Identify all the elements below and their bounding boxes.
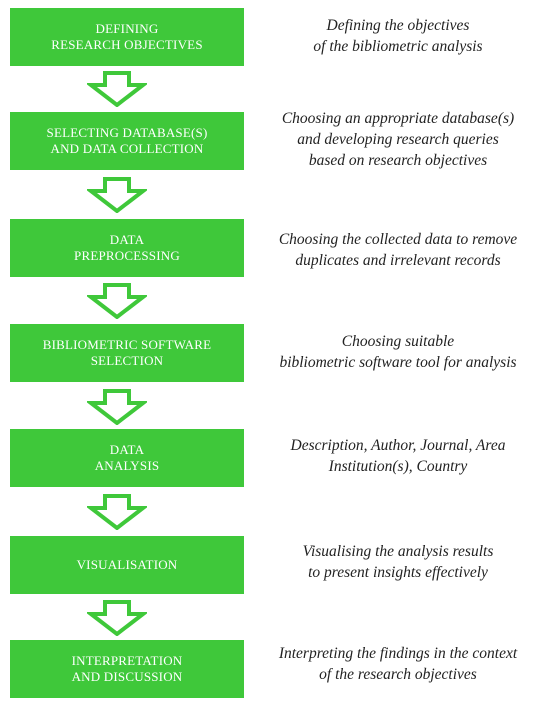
step-label: INTERPRETATION AND DISCUSSION [71,653,183,684]
down-arrow-icon [87,389,147,425]
step-description: Interpreting the findings in the context… [278,645,518,683]
down-arrow-icon [87,494,147,530]
step-box-defining-research-objectives: DEFINING RESEARCH OBJECTIVES [10,8,244,66]
step-box-selecting-database: SELECTING DATABASE(S) AND DATA COLLECTIO… [10,112,244,170]
step-box-data-preprocessing: DATA PREPROCESSING [10,219,244,277]
step-box-bibliometric-software-selection: BIBLIOMETRIC SOFTWARE SELECTION [10,324,244,382]
step-label: DATA ANALYSIS [94,442,160,473]
step-description: Description, Author, Journal, Area Insti… [290,437,506,475]
down-arrow-icon [87,71,147,107]
step-label: DATA PREPROCESSING [74,232,180,263]
step-description: Choosing suitable bibliometric software … [279,333,517,371]
step-box-data-analysis: DATA ANALYSIS [10,429,244,487]
down-arrow-icon [87,177,147,213]
step-label: VISUALISATION [76,557,178,572]
step-box-visualisation: VISUALISATION [10,536,244,594]
down-arrow-icon [87,600,147,636]
step-box-interpretation-and-discussion: INTERPRETATION AND DISCUSSION [10,640,244,698]
down-arrow-icon [87,283,147,319]
step-label: BIBLIOMETRIC SOFTWARE SELECTION [42,337,212,368]
step-label: SELECTING DATABASE(S) AND DATA COLLECTIO… [46,125,208,156]
step-description: Visualising the analysis results to pres… [302,543,494,581]
step-description: Defining the objectives of the bibliomet… [313,17,483,55]
step-description: Choosing an appropriate database(s) and … [281,109,515,169]
step-description: Choosing the collected data to remove du… [278,231,518,269]
step-label: DEFINING RESEARCH OBJECTIVES [51,21,203,52]
